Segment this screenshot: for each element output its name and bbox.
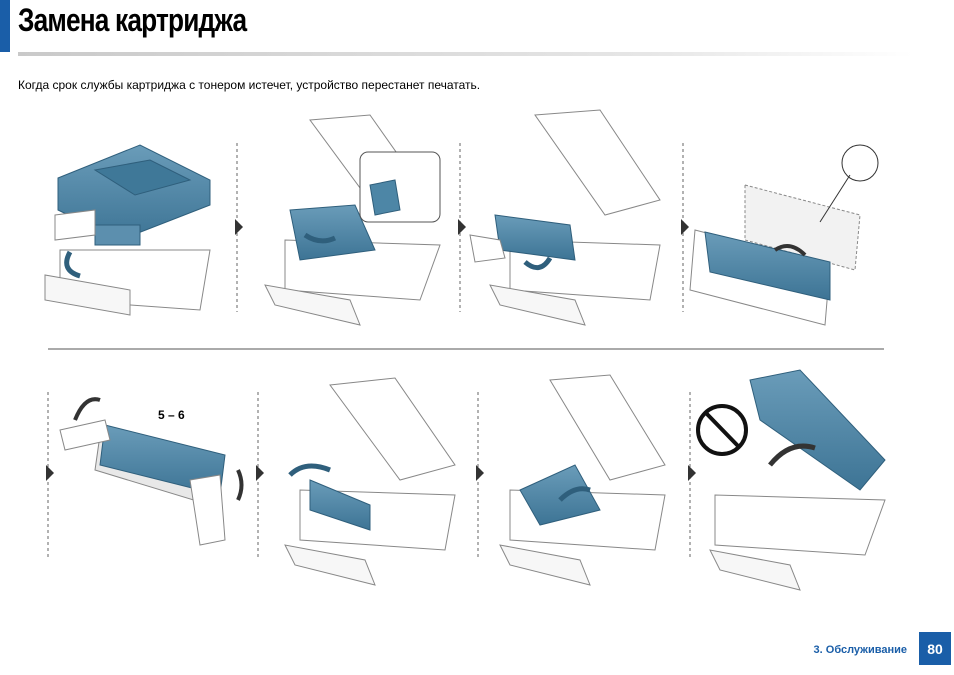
step-8-close-scanner — [696, 369, 886, 591]
arrow-right-icon — [46, 465, 54, 481]
page-title: Замена картриджа — [18, 2, 247, 38]
arrow-right-icon — [235, 219, 243, 235]
rotate-arrow-icon — [236, 469, 244, 501]
recycle-icon — [841, 144, 879, 182]
arrow-right-icon — [688, 465, 696, 481]
page-number-badge: 80 — [919, 632, 951, 665]
step-label: 5 – 6 — [158, 408, 185, 422]
footer-section-label: 3. Обслуживание — [813, 644, 907, 656]
step-3-remove-cartridge — [469, 109, 661, 326]
title-divider — [18, 52, 913, 56]
step-5-shake-cartridge: 5 – 6 — [59, 397, 244, 546]
arrow-right-icon — [256, 465, 264, 481]
arrow-right-icon — [476, 465, 484, 481]
step-6-insert-cartridge — [284, 377, 456, 586]
step-1-open-scanner — [44, 144, 211, 316]
intro-text: Когда срок службы картриджа с тонером ис… — [18, 78, 481, 92]
step-7-close-cover — [499, 374, 666, 586]
step-2-open-cover — [264, 114, 441, 326]
arrow-right-icon — [458, 219, 466, 235]
rotate-arrow-icon — [73, 397, 101, 421]
title-accent-bar — [0, 0, 10, 52]
step-4-recycle-cartridge — [689, 144, 879, 326]
arrow-right-icon — [681, 219, 689, 235]
